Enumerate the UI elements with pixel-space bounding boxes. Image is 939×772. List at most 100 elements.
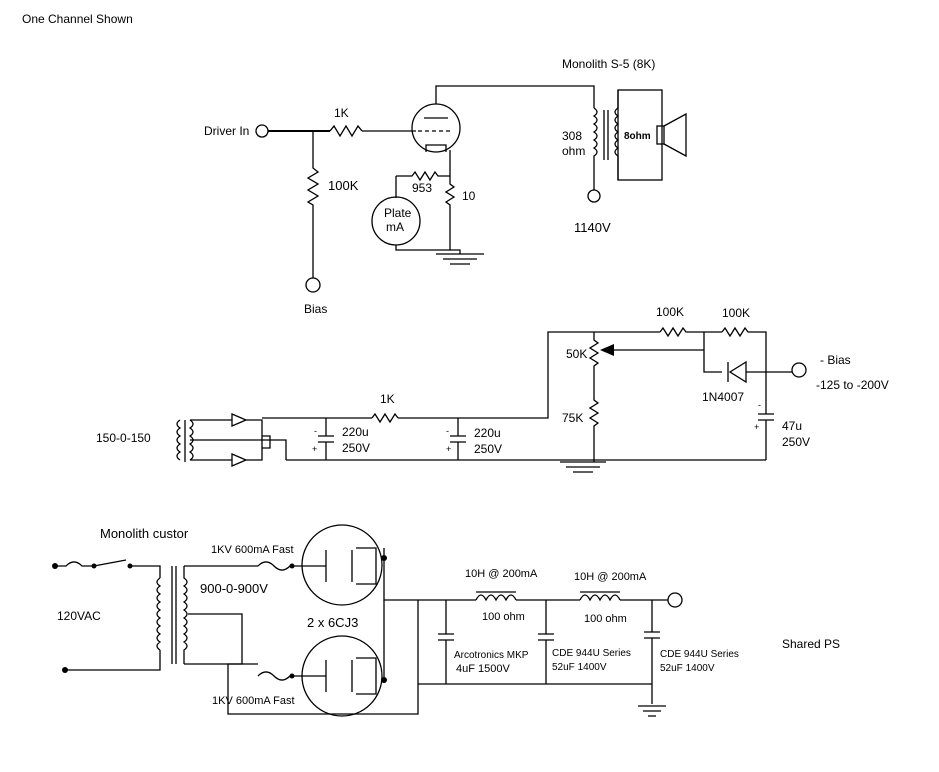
mains-wire-top: [130, 565, 161, 578]
bias-diode-top: [231, 413, 248, 427]
bias-label: Bias: [304, 302, 327, 316]
b-plus-output-terminal: [667, 592, 683, 608]
bias-rectifier-wires: [226, 419, 271, 461]
primary-label-line2: ohm: [562, 144, 585, 158]
shunt-resistor-label: 953: [412, 181, 432, 195]
bias-supply: 150-0-150 1K - + 220u 250V - + 220u 250V…: [96, 305, 889, 473]
bias-cap-2-minus: -: [446, 426, 449, 436]
bias-cap-3: [758, 372, 774, 460]
meter-label-line2: mA: [386, 220, 404, 234]
grid-resistor: [306, 131, 320, 278]
filter-cap-3: [644, 600, 660, 704]
hv-transformer-primary: [156, 577, 162, 651]
grid-resistor-label: 100K: [328, 178, 359, 193]
hv-secondary-label: 900-0-900V: [200, 581, 268, 596]
bias-diode: [727, 360, 747, 384]
input-resistor-label: 1K: [334, 106, 349, 120]
bias-cap-3-plus: +: [754, 422, 759, 432]
hv-ground-symbol: [638, 705, 666, 717]
output-transformer-label: Monolith S-5 (8K): [562, 57, 655, 71]
filter-cap-1-line2: 4uF 1500V: [456, 663, 510, 675]
speaker-icon: [663, 112, 687, 158]
hv-fuse-top-label: 1KV 600mA Fast: [211, 544, 294, 556]
hv-fuse-bottom: [257, 671, 300, 681]
mains-switch: [93, 559, 127, 567]
pot-wiper-arrow: [600, 344, 614, 356]
plate-wire: [435, 85, 595, 108]
bias-pot-label: 50K: [566, 347, 587, 361]
bias-rail-top-2: [398, 331, 660, 419]
rectifier-tube-top-elements: [300, 547, 377, 585]
bias-top-resistor-1: [659, 326, 722, 338]
filter-cap-3-line1: CDE 944U Series: [660, 649, 739, 660]
bias-secondary-wires: [190, 419, 287, 461]
bias-top-resistor-2-label: 100K: [722, 306, 750, 320]
bias-ground-symbol: [560, 460, 606, 473]
bias-cap-1-plus: +: [312, 444, 317, 454]
mains-label: 120VAC: [57, 609, 101, 623]
filter-cap-1: [438, 600, 454, 684]
choke-1-label: 10H @ 200mA: [465, 568, 538, 580]
bias-top-resistor-1-label: 100K: [656, 305, 684, 319]
hv-fuse-top: [257, 561, 300, 571]
hv-fuse-top-dot: [289, 563, 295, 569]
rectifier-tube-bottom-elements: [300, 657, 377, 695]
tube-cathode: [425, 144, 447, 152]
speaker-magnet: [656, 125, 665, 145]
choke-2-dcr: 100 ohm: [584, 613, 627, 625]
mains-fuse: [55, 561, 94, 567]
filter-cap-2: [538, 600, 554, 684]
b-plus-terminal: [587, 189, 601, 203]
cathode-resistor: [444, 176, 456, 222]
input-resistor: [329, 124, 363, 138]
bias-cap-2-plus: +: [446, 444, 451, 454]
bias-cap-1-voltage: 250V: [342, 441, 370, 455]
bias-terminal: [305, 277, 321, 293]
choke-2: [579, 594, 621, 602]
hv-supply: Monolith custor 120VAC 900-0-900V 1KV 60…: [52, 524, 840, 717]
hv-transformer-secondary: [182, 566, 188, 664]
hv-transformer-label: Monolith custor: [100, 526, 189, 541]
choke-2-label: 10H @ 200mA: [574, 571, 647, 583]
transformer-primary: [592, 107, 598, 190]
meter-return-wire: [395, 222, 451, 251]
bias-cap-1-minus: -: [314, 426, 317, 436]
bias-cap-1: [318, 418, 334, 460]
bias-cap-2-value: 220u: [474, 426, 501, 440]
shunt-resistor: [396, 170, 450, 182]
bias-lower-resistor-label: 75K: [562, 411, 583, 425]
hv-center-tap-wire: [188, 600, 419, 715]
bias-output-terminal: [791, 362, 807, 378]
rectifier-label: 2 x 6CJ3: [307, 615, 358, 630]
diagram-title: One Channel Shown: [22, 12, 133, 26]
filter-cap-1-line1: Arcotronics MKP: [454, 650, 529, 661]
meter-label-line1: Plate: [384, 206, 412, 220]
ground-wire: [450, 249, 461, 254]
rectifier-tube-top: [301, 524, 383, 606]
bias-cap-3-voltage: 250V: [782, 435, 810, 449]
shared-ps-label: Shared PS: [782, 637, 840, 651]
bias-cap-1-value: 220u: [342, 425, 369, 439]
b-plus-label: 1140V: [574, 220, 611, 235]
bias-divider: [588, 332, 600, 460]
rectifier-top-cathode-wire: [383, 548, 446, 601]
filter-cap-2-line1: CDE 944U Series: [552, 648, 631, 659]
amp-stage: Driver In 1K 100K Bias 953 10 Plate mA M…: [204, 57, 687, 316]
choke-1-dcr: 100 ohm: [482, 611, 525, 623]
speaker-box: [617, 89, 663, 181]
filter-cap-3-line2: 52uF 1400V: [660, 663, 715, 674]
bias-diode-bottom: [231, 453, 248, 467]
bias-cap-3-value: 47u: [782, 419, 802, 433]
bias-top-resistor-2: [721, 326, 767, 372]
bias-cap-2-voltage: 250V: [474, 442, 502, 456]
driver-input-terminal: [255, 124, 269, 138]
bias-diode-label: 1N4007: [702, 390, 744, 404]
cathode-resistor-label: 10: [462, 189, 476, 203]
bias-series-resistor: [371, 412, 399, 424]
bias-cap-2: [450, 418, 466, 460]
primary-label-line1: 308: [562, 129, 582, 143]
amp-ground-symbol: [436, 253, 484, 265]
speaker-label: 8ohm: [624, 131, 651, 142]
